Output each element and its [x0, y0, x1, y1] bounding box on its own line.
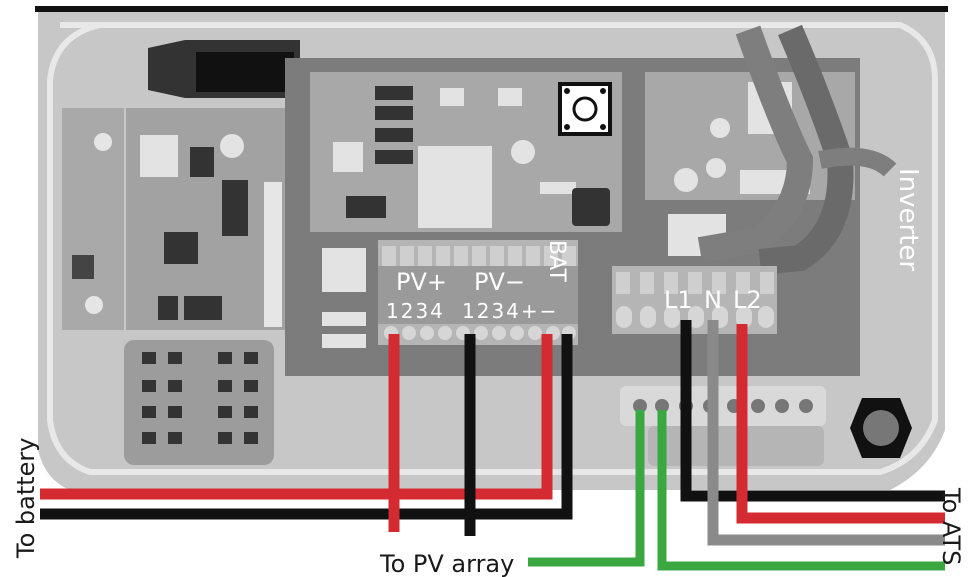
inverter-cable-1	[697, 25, 814, 263]
enclosure-top-edge	[35, 6, 948, 12]
control-board-chip-a	[140, 135, 178, 177]
pv-minus-terminal-numbers: 1234+−	[462, 299, 558, 323]
battery-positive-wire	[40, 334, 553, 500]
pv-plus-terminal-numbers: 1234	[386, 299, 445, 323]
cable-gland-cap	[196, 52, 294, 92]
left-slot-hole-bottom	[85, 296, 103, 314]
inverter-label: Inverter	[893, 168, 923, 271]
dc-board-cap	[511, 140, 535, 164]
control-board-chip-b	[190, 147, 214, 177]
pv-minus-label: PV−	[474, 268, 525, 296]
dc-board-ic	[346, 196, 386, 218]
signal-connector-pins	[142, 352, 258, 444]
dc-board-resistors	[375, 86, 413, 164]
control-board-ic	[222, 180, 248, 236]
comms-wire-2	[657, 410, 945, 571]
inverter-board-cap-b	[706, 158, 726, 178]
dc-side-part-a	[322, 248, 366, 292]
to-pv-array-label: To PV array	[379, 550, 514, 577]
ac-terminal-upper-slots	[616, 272, 774, 294]
dc-board-pad-b	[498, 88, 522, 106]
inverter-board-cap-a	[710, 118, 730, 138]
dc-terminal-screws	[384, 326, 576, 340]
dc-board-inductor	[572, 188, 610, 226]
l2-label: L2	[733, 286, 762, 314]
l2-wire	[736, 324, 945, 524]
dc-board-relay	[418, 146, 492, 228]
dc-board-pad-c	[333, 142, 363, 172]
dc-side-part-c	[322, 334, 366, 348]
ground-bolt	[850, 398, 912, 458]
dc-board-pad-a	[440, 88, 464, 106]
to-battery-label: To battery	[12, 438, 40, 560]
left-slot-notch	[72, 255, 94, 279]
control-board-part-d	[184, 296, 222, 320]
to-ats-label: To ATS	[937, 487, 965, 565]
control-board-ic-2	[164, 232, 198, 264]
l1-wire	[680, 320, 945, 502]
signal-connector	[124, 340, 274, 465]
dc-terminal-upper-slots	[382, 246, 576, 266]
control-board-connector	[264, 182, 282, 327]
control-board-cap	[220, 134, 244, 158]
neutral-wire	[707, 320, 945, 546]
reset-button[interactable]	[558, 82, 612, 136]
dc-terminal-label-strip	[378, 266, 578, 324]
inverter-cable-3	[818, 147, 897, 177]
comms-terminal-block	[620, 386, 826, 426]
left-slot-module	[62, 108, 124, 330]
ac-terminal-screws	[616, 306, 774, 328]
n-label: N	[704, 286, 722, 314]
comms-wire-1	[528, 410, 645, 567]
pv-plus-label: PV+	[396, 268, 447, 296]
control-board-part-c	[158, 296, 178, 320]
bat-label: BAT	[544, 240, 569, 282]
battery-negative-wire	[40, 334, 573, 520]
left-slot-hole-top	[94, 133, 112, 151]
enclosure-inner-border	[47, 22, 938, 475]
dc-side-part-b	[322, 312, 366, 326]
dc-board-chip	[540, 182, 576, 194]
l1-label: L1	[664, 286, 693, 314]
comms-lower-tab	[648, 426, 824, 466]
inverter-board-cap-c	[674, 168, 698, 192]
